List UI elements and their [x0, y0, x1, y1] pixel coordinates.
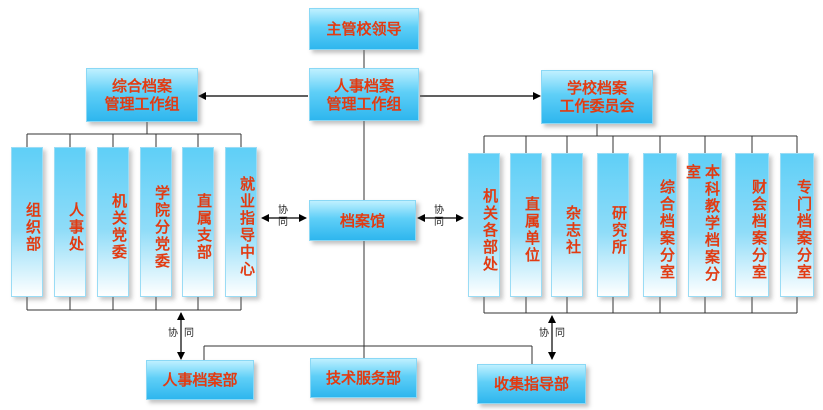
coop-label-bottom-right: 协同 [539, 328, 571, 339]
right-unit-teaching-archive: 本科教学档案分室 [684, 153, 722, 297]
right-unit-finance-archive: 财会档案分室 [735, 153, 769, 297]
left-unit-direct-branch: 直属支部 [182, 147, 214, 297]
left-unit-org-dept: 组织部 [11, 147, 43, 297]
left-unit-personnel-office: 人事处 [54, 147, 86, 297]
node-personnel-group: 人事档案 管理工作组 [309, 68, 419, 121]
right-unit-special-archive: 专门档案分室 [780, 153, 814, 297]
left-unit-party-committee: 机关党委 [97, 147, 129, 297]
right-unit-general-archive: 综合档案分室 [643, 153, 677, 297]
coop-label-right: 协同 [434, 205, 444, 228]
right-unit-institute: 研究所 [597, 153, 629, 297]
left-unit-college-party: 学院分党委 [140, 147, 172, 297]
node-leader: 主管校领导 [309, 8, 419, 50]
right-unit-departments: 机关各部处 [468, 153, 500, 297]
node-collection-dept: 收集指导部 [477, 364, 586, 404]
right-unit-direct-units: 直属单位 [510, 153, 542, 297]
node-school-committee: 学校档案 工作委员会 [541, 70, 653, 124]
right-unit-magazine: 杂志社 [551, 153, 583, 297]
node-personnel-dept: 人事档案部 [146, 360, 254, 400]
node-tech-dept: 技术服务部 [310, 358, 417, 398]
coop-label-left: 协同 [278, 205, 288, 228]
node-general-group: 综合档案 管理工作组 [86, 68, 198, 122]
left-unit-employment-center: 就业指导中心 [225, 147, 257, 297]
coop-label-bottom-left: 协同 [168, 328, 200, 339]
node-archives: 档案馆 [309, 200, 416, 241]
